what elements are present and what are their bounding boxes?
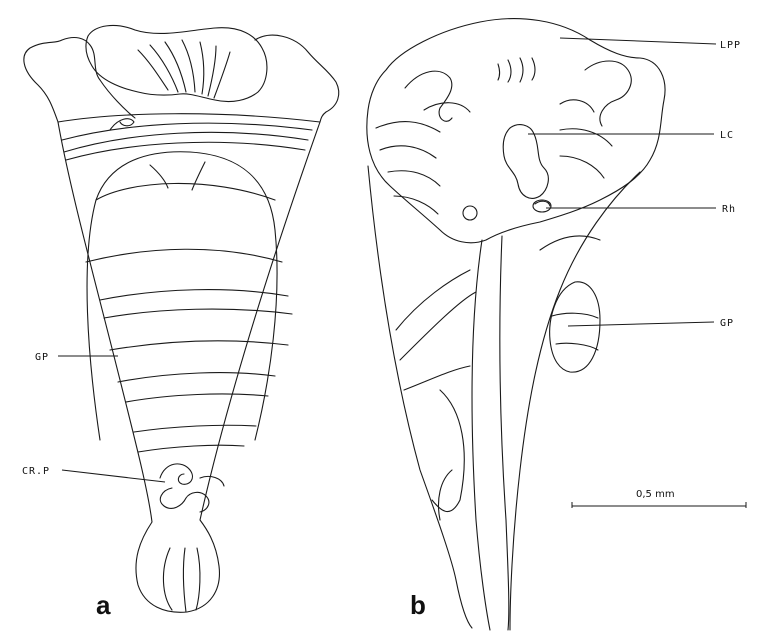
label-a-gp: GP	[35, 352, 49, 363]
panel-b-labels: LPP LC Rh GP b	[410, 38, 741, 620]
label-b-lpp: LPP	[720, 40, 741, 51]
label-a-crp: CR.P	[22, 466, 50, 477]
leader-b-lpp	[560, 38, 716, 44]
label-b-rh: Rh	[722, 204, 736, 215]
panel-a-top-right-lobe	[255, 35, 339, 122]
panel-b-gp-structure	[550, 282, 600, 372]
panel-a-crp-structure	[160, 464, 224, 512]
panel-a-inner-dome	[87, 152, 277, 440]
scale-bar-label: 0,5 mm	[636, 489, 675, 500]
panel-a-top-left-lobe	[24, 38, 135, 122]
panel-b-rh-structure	[533, 200, 551, 212]
panel-b-outline	[368, 166, 640, 630]
scale-bar: 0,5 mm	[572, 489, 746, 508]
panel-b-head	[367, 19, 665, 243]
leader-b-gp	[568, 322, 714, 326]
panel-letter-b: b	[410, 590, 426, 620]
label-b-gp: GP	[720, 318, 734, 329]
label-b-lc: LC	[720, 130, 734, 141]
panel-b-central-cavity	[503, 125, 548, 199]
panel-b-small-circle	[463, 206, 477, 220]
leader-a-crp	[62, 470, 165, 482]
panel-a-drawing	[24, 25, 339, 612]
panel-letter-a: a	[96, 590, 111, 620]
